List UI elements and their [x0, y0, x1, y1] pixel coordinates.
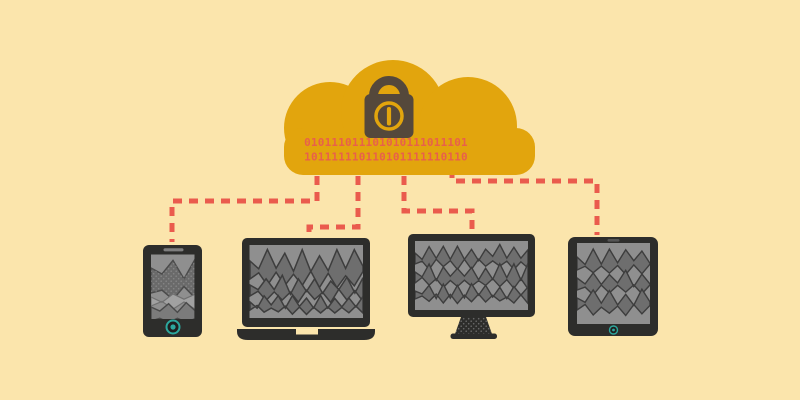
smartphone-home-dot	[170, 324, 176, 330]
binary-line-2: 101111110110101111110110	[304, 151, 468, 164]
waveform-band	[415, 282, 528, 305]
waveform-band	[577, 268, 650, 296]
waveform-band	[249, 293, 363, 316]
padlock-emblem-bar	[386, 107, 392, 126]
binary-line-1: 010111011101010111011101	[304, 136, 468, 149]
laptop-icon	[237, 238, 375, 340]
waveform-band	[577, 247, 650, 276]
cloud-base	[284, 128, 535, 175]
tablet-home-dot	[612, 328, 615, 332]
waveform-band	[151, 301, 195, 319]
tablet-icon	[568, 237, 658, 336]
waveform-band	[577, 287, 650, 317]
monitor-stand-base	[450, 333, 497, 339]
waveform-band	[415, 262, 528, 291]
padlock-icon	[364, 76, 414, 138]
connector-laptop	[306, 176, 361, 236]
connector-monitor	[401, 176, 475, 232]
tablet-camera	[607, 239, 620, 242]
padlock-emblem-circle	[374, 101, 404, 131]
binary-code: 010111011101010111011101 101111110110101…	[304, 136, 468, 164]
monitor-stand-texture	[455, 317, 492, 334]
connector-smartphone	[169, 176, 320, 242]
monitor-icon	[408, 234, 535, 339]
smartphone-icon	[143, 245, 202, 337]
waveform-band-dots	[151, 260, 195, 300]
smartphone-speaker	[163, 248, 184, 252]
waveform-band	[151, 293, 195, 310]
laptop-base	[237, 329, 375, 340]
